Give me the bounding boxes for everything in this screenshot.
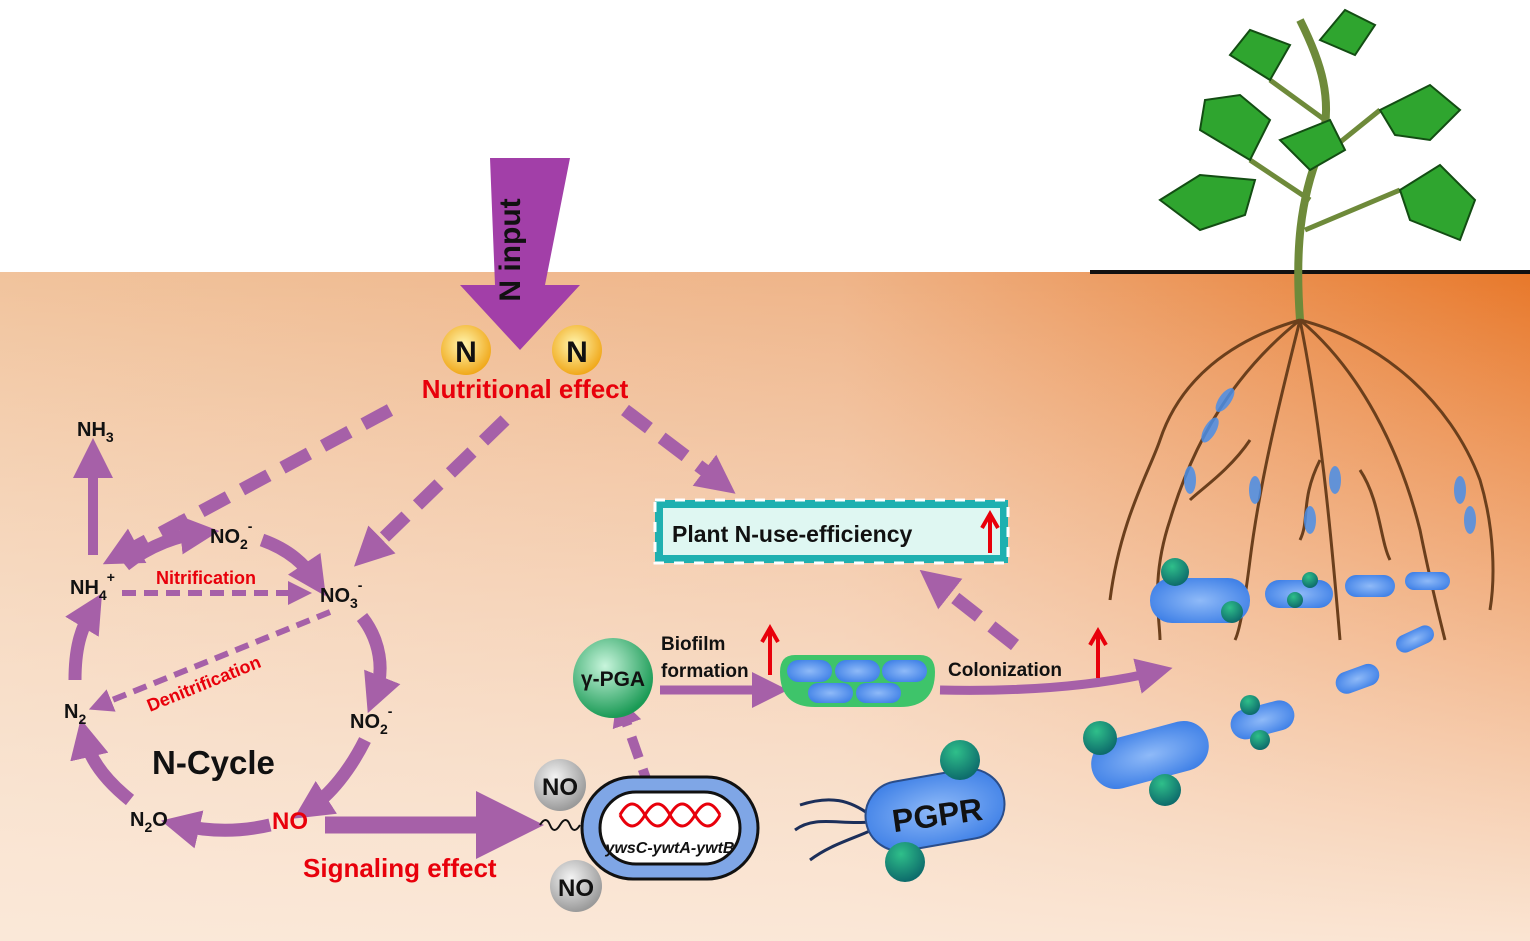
biofilm-up-arrow-icon [760, 623, 780, 675]
plant-nue-label: Plant N-use-efficiency [672, 521, 912, 547]
n-input-label: N input [494, 198, 527, 301]
colonization-up-arrow-icon [1088, 626, 1108, 678]
n2-label: N2 [64, 701, 86, 727]
biofilm-icon [780, 655, 935, 707]
no2-top-label: NO2- [210, 518, 253, 552]
biofilm-label-line1: Biofilm [661, 634, 725, 655]
bacterium-cell: ywsC-ywtA-ywtB [539, 775, 760, 881]
no-molecule-bottom-label: NO [558, 875, 594, 902]
n-cycle-title: N-Cycle [152, 744, 275, 781]
no-label: NO [272, 808, 308, 835]
colonizing-bacteria-icon [1083, 558, 1450, 806]
gene-label: ywsC-ywtA-ywtB [605, 840, 735, 857]
gpga-label: γ-PGA [581, 668, 645, 691]
signaling-effect-label: Signaling effect [303, 853, 497, 883]
dna-helix-icon [618, 802, 722, 828]
root-bacteria [1184, 388, 1476, 534]
no-molecule-bottom-icon [550, 860, 602, 912]
plant-icon [1158, 8, 1477, 321]
nh3-label: NH3 [77, 419, 114, 445]
plant-nue-box: Plant N-use-efficiency [653, 498, 1010, 565]
no3-label: NO3- [320, 577, 363, 611]
no-molecule-top-icon [534, 759, 586, 811]
colonization-label: Colonization [948, 660, 1062, 681]
no2-right-label: NO2- [350, 703, 393, 737]
up-arrow-icon [980, 509, 1000, 553]
receptor-icon [539, 819, 581, 831]
n-cycle-dashed [88, 581, 332, 712]
n-atom-left-label: N [455, 336, 477, 369]
n-atom-right-icon [552, 325, 602, 375]
gpga-icon [573, 638, 653, 718]
nitrification-label: Nitrification [156, 568, 256, 588]
n-atom-left-icon [441, 325, 491, 375]
nh4-label: NH4+ [70, 569, 115, 603]
n2o-label: N2O [130, 809, 168, 835]
n-cycle-arrows [65, 438, 1173, 859]
biofilm-label-line2: formation [661, 661, 749, 682]
n-atom-right-label: N [566, 336, 588, 369]
pgpr-bacterium-icon [794, 740, 1006, 882]
n-cycle-species: NH3 NH4+ NO2- NO3- NO2- N2O N2 [64, 419, 393, 835]
nutritional-effect-label: Nutritional effect [422, 374, 629, 404]
n-input-arrow: N input [460, 158, 580, 350]
no-molecule-top-label: NO [542, 774, 578, 801]
